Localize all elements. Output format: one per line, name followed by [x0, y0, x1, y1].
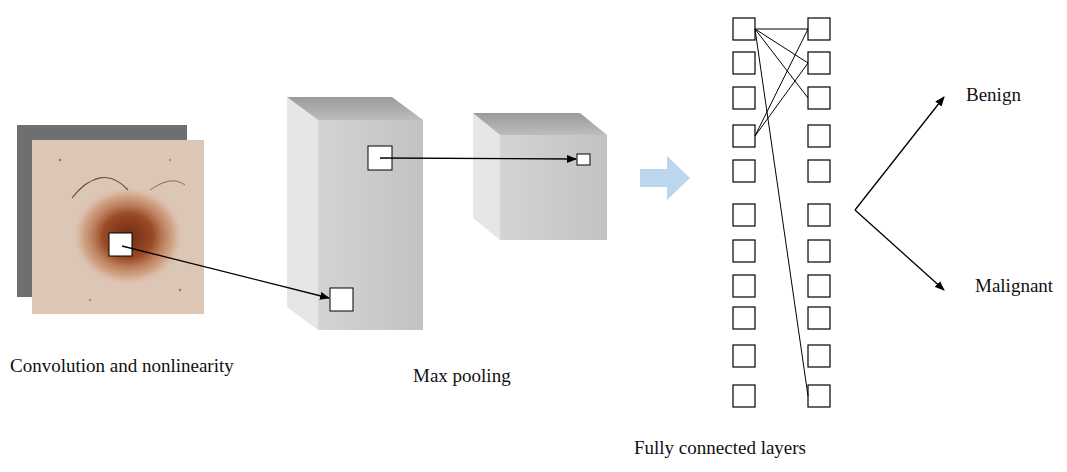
neuron-square [808, 18, 830, 40]
fc-connections [755, 29, 808, 396]
hair [150, 181, 185, 190]
neuron-square [808, 240, 830, 262]
neuron-square [808, 275, 830, 297]
output-arrow [855, 97, 944, 210]
neuron-square [808, 385, 830, 407]
neuron-square [733, 275, 755, 297]
mapping-arrow [380, 158, 576, 159]
neuron-square [733, 18, 755, 40]
neuron-square [733, 385, 755, 407]
stage-label: Fully connected layers [634, 437, 806, 460]
neuron-square [808, 87, 830, 109]
box-side [287, 97, 318, 330]
pooled-map-box [500, 135, 607, 240]
neuron-square [733, 160, 755, 182]
class-label: Benign [966, 84, 1021, 107]
neuron-square [808, 52, 830, 74]
neuron-square [733, 52, 755, 74]
neuron-square [733, 204, 755, 226]
neuron-square [808, 307, 830, 329]
hair [72, 178, 128, 198]
pooled-square [577, 154, 590, 165]
stage-label: Max pooling [413, 365, 511, 388]
neuron-square [808, 204, 830, 226]
neuron-square [733, 240, 755, 262]
feature-square [330, 288, 353, 311]
neuron-square [808, 160, 830, 182]
neuron-square [733, 345, 755, 367]
neuron-square [733, 125, 755, 147]
flow-arrow [640, 156, 690, 200]
box-side [473, 113, 500, 240]
skin-image [32, 140, 204, 314]
stage-label: Convolution and nonlinearity [10, 355, 234, 378]
box-top [287, 97, 423, 120]
lesion [72, 186, 184, 286]
box-top [473, 113, 607, 135]
neuron-square [808, 125, 830, 147]
output-arrow [855, 210, 944, 290]
class-label: Malignant [975, 275, 1053, 298]
neuron-square [808, 345, 830, 367]
neuron-square [733, 87, 755, 109]
mapping-arrow [122, 246, 329, 298]
feature-map-box [318, 120, 423, 330]
kernel-square [109, 233, 132, 256]
neuron-square [733, 307, 755, 329]
fc-neurons [733, 18, 830, 407]
